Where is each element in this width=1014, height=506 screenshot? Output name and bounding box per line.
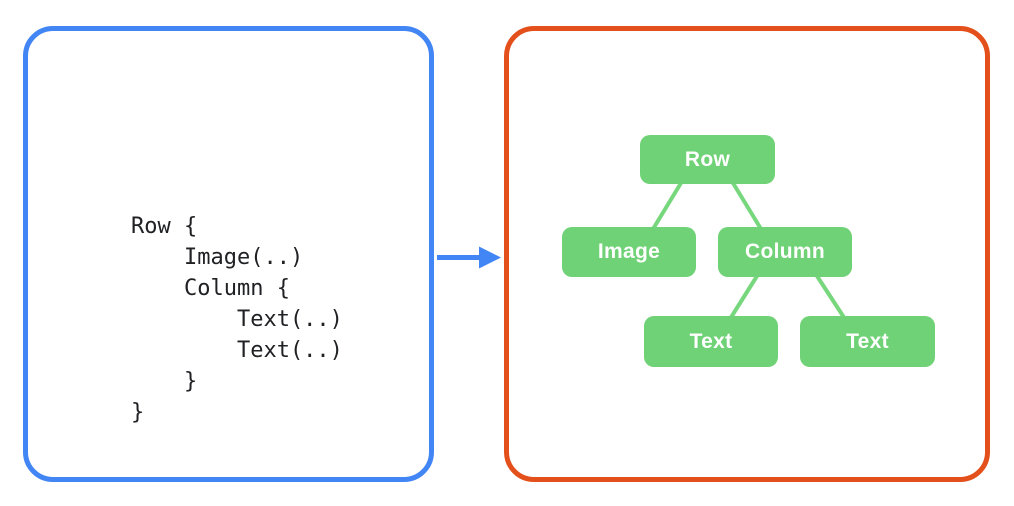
tree-node-row: Row [640,135,775,184]
code-line: } [131,400,145,425]
code-line: Row { [131,214,198,239]
code-panel: Row { Image(..) Column { Text(..) Text(.… [23,26,434,482]
code-line: Column { [131,276,290,301]
code-line: } [131,369,198,394]
code-line: Text(..) [131,338,343,363]
code-line: Image(..) [131,245,304,270]
tree-node-image: Image [562,227,696,277]
code-block: Row { Image(..) Column { Text(..) Text(.… [131,211,343,428]
tree-node-text: Text [644,316,778,367]
tree-node-text: Text [800,316,935,367]
tree-node-column: Column [718,227,852,277]
code-line: Text(..) [131,307,343,332]
